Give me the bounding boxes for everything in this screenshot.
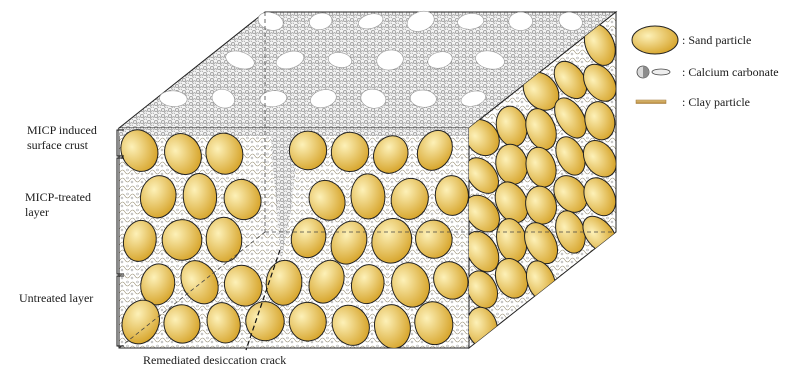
sand-particle-icon <box>632 26 678 54</box>
legend-carbonate-text: : Calcium carbonate <box>682 65 779 80</box>
front-sand-grains <box>115 124 474 352</box>
label-crust-line1: MICP induced surface crust <box>27 123 117 153</box>
legend-clay-text: : Clay particle <box>682 95 750 110</box>
clay-particle-icon <box>636 100 666 104</box>
label-treated: MICP-treated layer <box>25 190 113 220</box>
calcium-carbonate-icon <box>637 66 670 78</box>
label-untreated: Untreated layer <box>19 291 93 305</box>
legend-sand-text: : Sand particle <box>682 33 751 48</box>
crust-void <box>509 12 533 31</box>
sand-grain <box>289 131 326 170</box>
label-crack: Remediated desiccation crack <box>143 353 286 367</box>
